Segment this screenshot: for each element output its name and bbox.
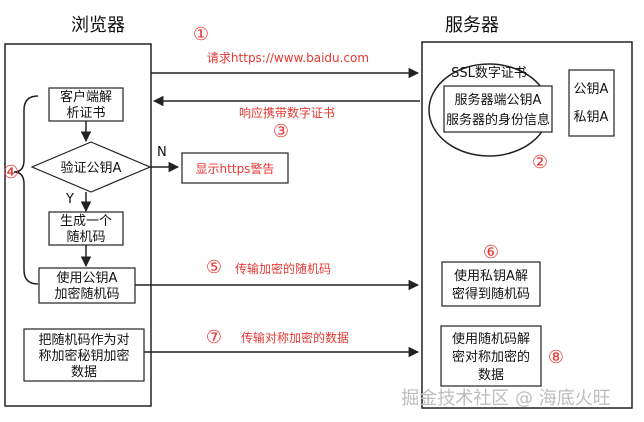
symmetric-data-label: 传输对称加密的数据 — [241, 330, 349, 345]
private-key-label: 私钥A — [574, 110, 609, 125]
decrypt-key-line-1: 使用私钥A解 — [454, 268, 528, 284]
random-code-box — [48, 211, 124, 246]
browser-header: 浏览器 — [71, 15, 125, 36]
cert-content-line-1: 服务器端公钥A — [455, 92, 542, 108]
symmetric-box — [23, 328, 145, 382]
step-3-number: ③ — [273, 121, 289, 142]
parse-cert-line-2: 析证书 — [66, 106, 105, 121]
encrypted-key-label: 传输加密的随机码 — [235, 261, 331, 276]
decrypt-key-line-2: 密得到随机码 — [452, 286, 530, 302]
parse-cert-box — [48, 87, 124, 122]
cert-content-line-2: 服务器的身份信息 — [446, 112, 550, 128]
verify-diamond — [30, 141, 152, 193]
step-1-number: ① — [193, 24, 209, 45]
watermark-text: 掘金技术社区 @ 海底火旺 — [401, 388, 610, 409]
random-line-1: 生成一个 — [60, 214, 112, 229]
step-5-number: ⑤ — [206, 257, 222, 278]
encrypt-line-1: 使用公钥A — [57, 270, 118, 286]
warning-label: 显示https警告 — [196, 161, 275, 176]
decrypt-data-box — [440, 325, 542, 387]
decrypt-data-line-2: 密对称加密的 — [452, 349, 530, 365]
step-4-number: ④ — [3, 162, 19, 183]
response-label: 响应携带数字证书 — [239, 105, 335, 120]
ssl-cert-label: SSL数字证书 — [451, 66, 527, 81]
encrypt-line-2: 加密随机码 — [54, 286, 119, 302]
step-7-number: ⑦ — [206, 327, 222, 348]
step-2-number: ② — [532, 152, 548, 173]
step-8-number: ⑧ — [548, 347, 564, 368]
symmetric-line-3: 数据 — [71, 365, 97, 380]
verify-label: 验证公钥A — [61, 160, 122, 176]
encrypt-box — [38, 267, 136, 304]
warning-box — [181, 152, 289, 184]
request-label: 请求https://www.baidu.com — [207, 51, 369, 65]
server-header: 服务器 — [445, 15, 499, 36]
cert-content-box — [443, 85, 553, 133]
yes-label: Y — [65, 192, 74, 207]
decrypt-data-line-1: 使用随机码解 — [452, 331, 530, 347]
keys-box — [568, 69, 615, 137]
decrypt-data-line-3: 数据 — [478, 368, 504, 383]
server-lane — [421, 41, 633, 409]
decrypt-key-box — [441, 261, 541, 307]
symmetric-line-1: 把随机码作为对 — [38, 333, 129, 348]
browser-lane — [4, 43, 152, 407]
no-label: N — [157, 145, 167, 160]
symmetric-line-2: 称加密秘钥加密 — [38, 348, 129, 364]
parse-cert-line-1: 客户端解 — [60, 89, 112, 105]
step-4-brace — [13, 95, 39, 285]
public-key-label: 公钥A — [574, 82, 609, 97]
step-6-number: ⑥ — [483, 242, 499, 263]
random-line-2: 随机码 — [66, 230, 105, 245]
